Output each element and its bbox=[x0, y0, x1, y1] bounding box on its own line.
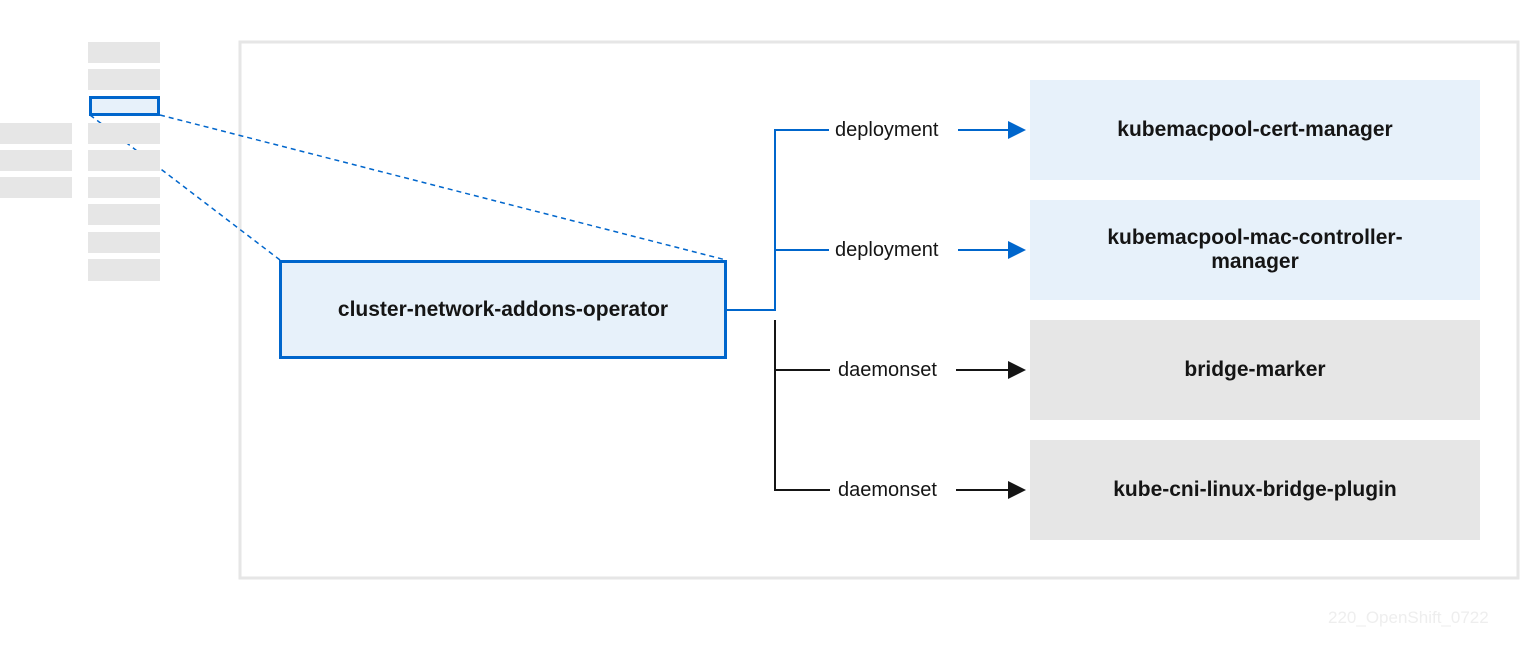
side-stack-block bbox=[0, 177, 72, 198]
stack-block bbox=[88, 259, 160, 281]
component-label: bridge-marker bbox=[1184, 358, 1326, 381]
component-node-kube-cni-linux-bridge-plugin: kube-cni-linux-bridge-plugin bbox=[1030, 440, 1480, 540]
edge-label-deployment-2: deployment bbox=[829, 238, 945, 262]
stack-block bbox=[88, 123, 160, 144]
daemonset-arrowhead-2 bbox=[1008, 481, 1026, 499]
figure-id: 220_OpenShift_0722 bbox=[1328, 608, 1489, 627]
daemonset-arrowhead-1 bbox=[1008, 361, 1026, 379]
deployment-arrowhead-1 bbox=[1008, 121, 1026, 139]
zoom-line-top bbox=[159, 114, 727, 261]
component-label: kubemacpool-mac-controller-manager bbox=[1107, 226, 1403, 273]
stack-block bbox=[88, 69, 160, 90]
side-stack-block bbox=[0, 150, 72, 171]
component-node-bridge-marker: bridge-marker bbox=[1030, 320, 1480, 420]
stack-block bbox=[88, 42, 160, 63]
component-node-kubemacpool-cert-manager: kubemacpool-cert-manager bbox=[1030, 80, 1480, 180]
stack-block bbox=[88, 204, 160, 225]
stack-block bbox=[88, 150, 160, 171]
stack-block-highlighted bbox=[89, 96, 160, 116]
deployment-trunk bbox=[727, 129, 830, 311]
component-label: kube-cni-linux-bridge-plugin bbox=[1113, 478, 1397, 501]
side-stack-block bbox=[0, 123, 72, 144]
edge-label-deployment-1: deployment bbox=[829, 118, 945, 142]
operator-node: cluster-network-addons-operator bbox=[279, 260, 727, 359]
edge-label-daemonset-2: daemonset bbox=[832, 478, 943, 502]
deployment-arrowhead-2 bbox=[1008, 241, 1026, 259]
daemonset-trunk bbox=[774, 320, 830, 491]
stack-block bbox=[88, 232, 160, 253]
operator-label: cluster-network-addons-operator bbox=[337, 297, 669, 321]
cluster-frame bbox=[238, 40, 1520, 580]
component-node-kubemacpool-mac-controller-manager: kubemacpool-mac-controller-manager bbox=[1030, 200, 1480, 300]
component-label: kubemacpool-cert-manager bbox=[1117, 118, 1393, 141]
stack-block bbox=[88, 177, 160, 198]
edge-label-daemonset-1: daemonset bbox=[832, 358, 943, 382]
